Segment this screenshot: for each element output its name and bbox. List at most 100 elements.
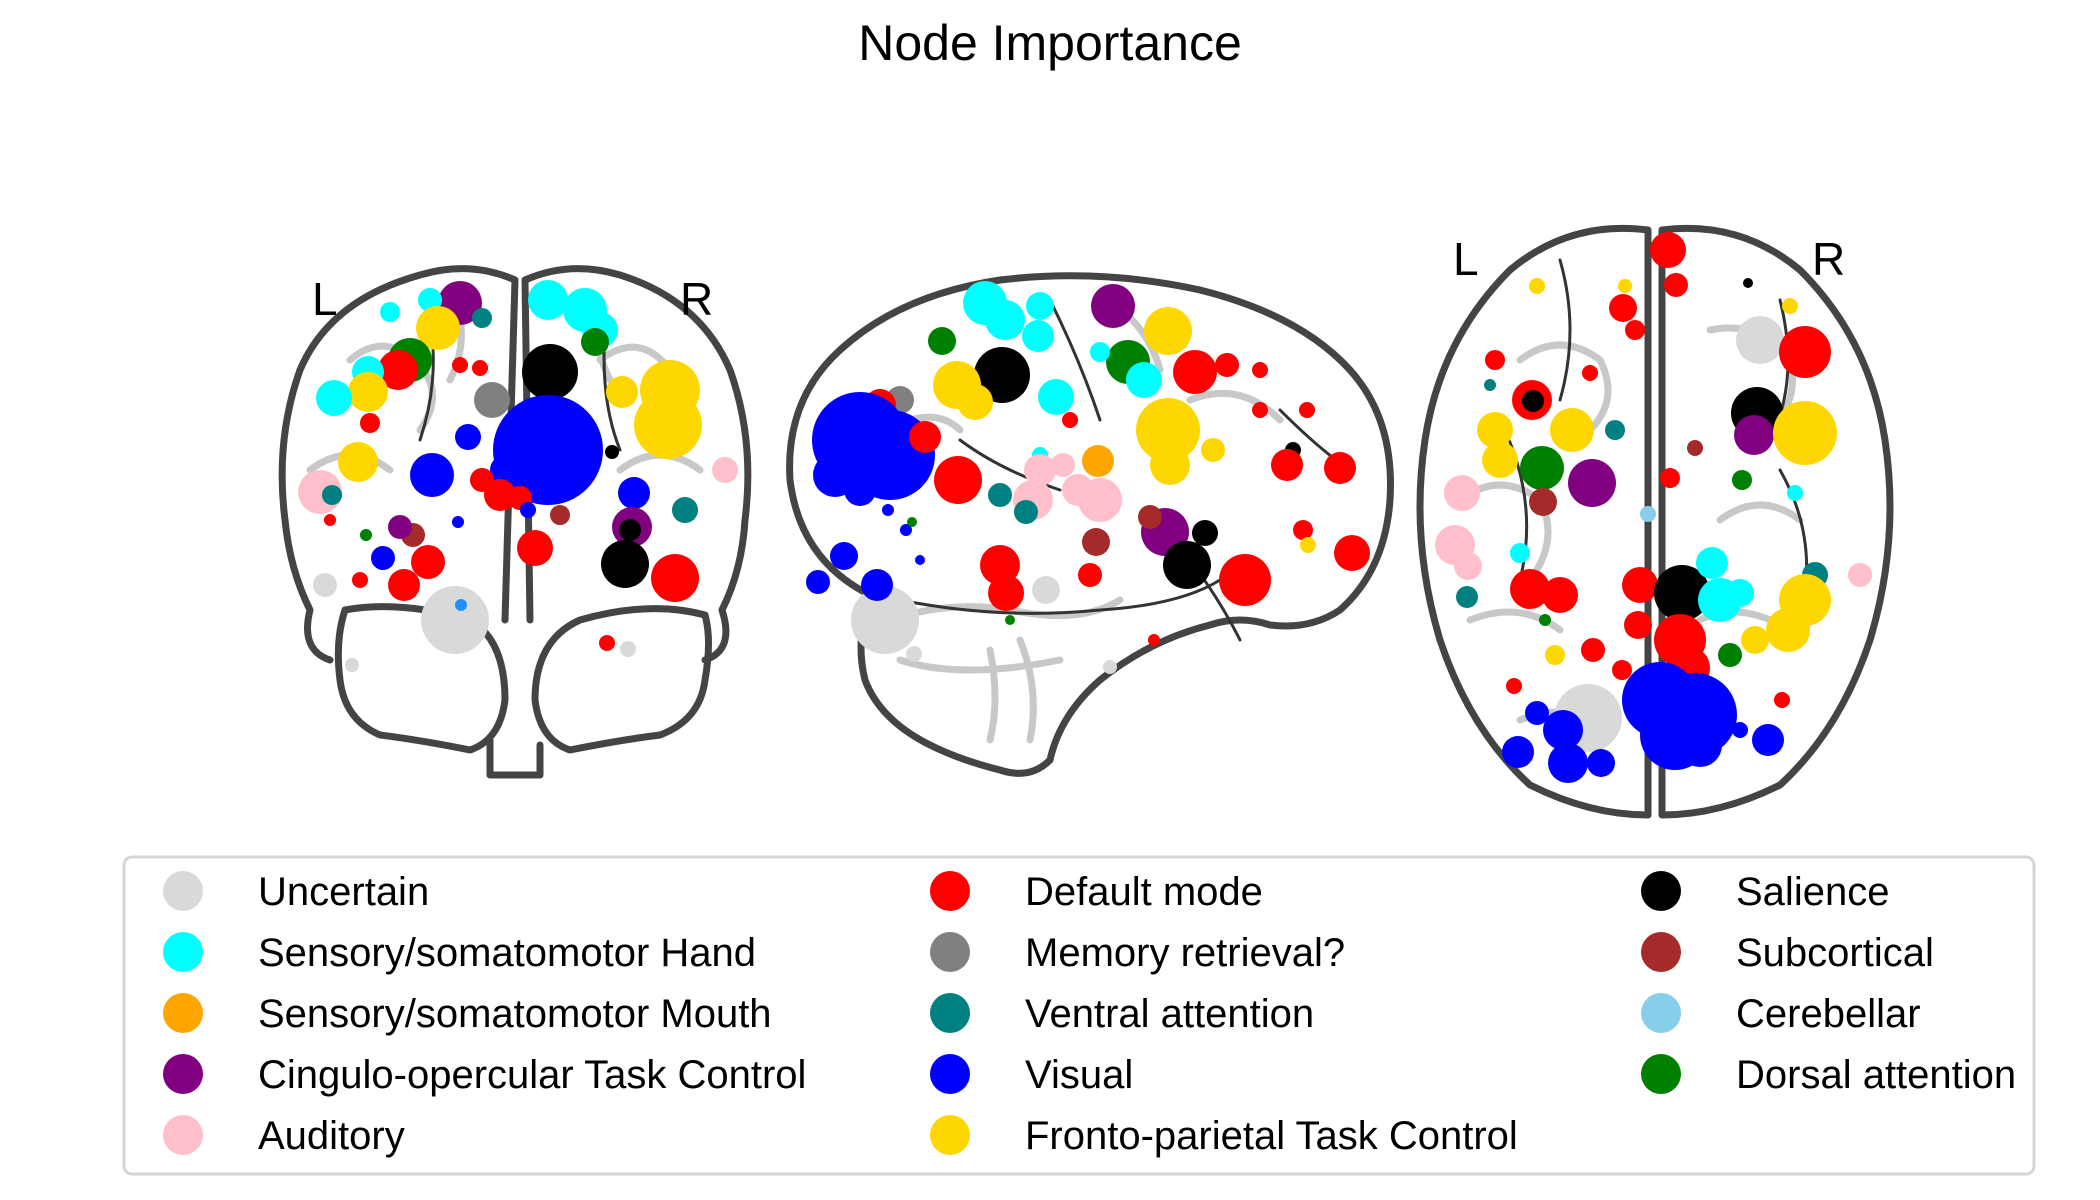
node-sensory-hand	[1038, 379, 1074, 415]
node-visual	[410, 453, 454, 497]
node-default-mode	[1252, 402, 1268, 418]
node-visual	[915, 555, 925, 565]
node-fronto-parietal	[1766, 608, 1810, 652]
legend-label: Fronto-parietal Task Control	[1025, 1114, 1518, 1158]
legend-marker	[163, 1115, 203, 1155]
node-uncertain	[1032, 576, 1060, 604]
node-ventral-attention	[1014, 500, 1038, 524]
node-visual	[452, 516, 464, 528]
node-ventral-attention	[322, 485, 342, 505]
node-cingulo-opercular	[1091, 284, 1135, 328]
node-salience	[605, 445, 619, 459]
node-visual	[520, 502, 536, 518]
node-salience	[619, 519, 641, 541]
node-auditory	[1078, 478, 1122, 522]
node-visual	[1502, 736, 1534, 768]
legend-frame	[122, 855, 2036, 1176]
node-uncertain	[851, 586, 919, 654]
node-default-mode	[1581, 638, 1605, 662]
node-subcortical	[1138, 505, 1162, 529]
node-cerebellar	[455, 599, 467, 611]
node-subcortical	[1082, 528, 1110, 556]
legend-marker	[163, 932, 203, 972]
node-visual	[1548, 743, 1588, 783]
node-visual	[493, 395, 603, 505]
node-default-mode	[1650, 232, 1686, 268]
node-fronto-parietal	[1201, 438, 1225, 462]
node-visual	[882, 504, 894, 516]
node-salience	[1654, 565, 1710, 621]
node-visual	[1678, 723, 1722, 767]
node-default-mode	[988, 575, 1024, 611]
node-default-mode	[352, 572, 368, 588]
node-fronto-parietal	[1618, 279, 1632, 293]
node-default-mode	[484, 479, 516, 511]
node-default-mode	[1173, 350, 1217, 394]
legend-marker	[930, 993, 970, 1033]
node-sensory-hand	[985, 300, 1025, 340]
axial-view: L R	[1416, 224, 1894, 819]
node-salience	[1163, 541, 1211, 589]
node-dorsal-attention	[928, 327, 956, 355]
node-fronto-parietal	[1529, 278, 1545, 294]
legend-label: Salience	[1736, 870, 1889, 914]
node-cingulo-opercular	[1568, 459, 1616, 507]
node-sensory-hand	[1510, 543, 1530, 563]
node-default-mode	[934, 456, 982, 504]
axial-left-label: L	[1453, 233, 1479, 285]
node-default-mode	[1324, 452, 1356, 484]
legend-entry: Cingulo-opercular Task Control	[163, 1053, 806, 1097]
node-default-mode	[1271, 449, 1303, 481]
legend-marker	[1641, 1054, 1681, 1094]
node-cerebellar	[1640, 506, 1656, 522]
node-ventral-attention	[472, 308, 492, 328]
node-default-mode	[1485, 350, 1505, 370]
axial-right-label: R	[1812, 233, 1845, 285]
legend-marker	[930, 932, 970, 972]
node-ventral-attention	[988, 483, 1012, 507]
node-default-mode	[1510, 569, 1550, 609]
legend-entry: Auditory	[163, 1114, 405, 1158]
node-fronto-parietal	[1741, 626, 1769, 654]
node-default-mode	[1624, 611, 1652, 639]
node-fronto-parietal	[1144, 307, 1192, 355]
legend-label: Ventral attention	[1025, 992, 1314, 1036]
node-auditory	[1024, 454, 1056, 486]
node-default-mode	[452, 357, 468, 373]
node-subcortical	[1529, 488, 1557, 516]
legend-marker	[163, 871, 203, 911]
node-dorsal-attention	[1005, 615, 1015, 625]
node-visual	[1732, 722, 1748, 738]
node-default-mode	[388, 569, 420, 601]
node-sensory-hand	[380, 302, 400, 322]
legend-entry: Uncertain	[163, 870, 429, 914]
node-default-mode	[1334, 535, 1370, 571]
coronal-view: L R	[278, 265, 752, 779]
node-fronto-parietal	[1545, 645, 1565, 665]
node-sensory-hand	[1026, 292, 1054, 320]
node-uncertain	[421, 586, 489, 654]
legend-label: Sensory/somatomotor Hand	[258, 931, 756, 975]
node-sensory-hand	[1126, 362, 1162, 398]
legend-label: Uncertain	[258, 870, 429, 914]
node-visual	[1587, 749, 1615, 777]
node-fronto-parietal	[1477, 412, 1513, 448]
node-auditory	[712, 457, 738, 483]
node-default-mode	[360, 413, 380, 433]
node-visual	[861, 569, 893, 601]
node-subcortical	[550, 505, 570, 525]
node-default-mode	[1252, 362, 1268, 378]
legend-entry: Dorsal attention	[1641, 1053, 2016, 1097]
legend-entry: Memory retrieval?	[930, 931, 1345, 975]
legend-entry: Salience	[1641, 870, 1889, 914]
figure-title: Node Importance	[858, 15, 1242, 71]
node-dorsal-attention	[581, 328, 609, 356]
node-uncertain	[620, 641, 636, 657]
node-salience	[1192, 520, 1218, 546]
axial-outline	[1416, 224, 1894, 819]
node-salience	[974, 347, 1030, 403]
node-default-mode	[517, 530, 553, 566]
coronal-nodes	[298, 280, 738, 672]
node-visual	[1543, 710, 1583, 750]
